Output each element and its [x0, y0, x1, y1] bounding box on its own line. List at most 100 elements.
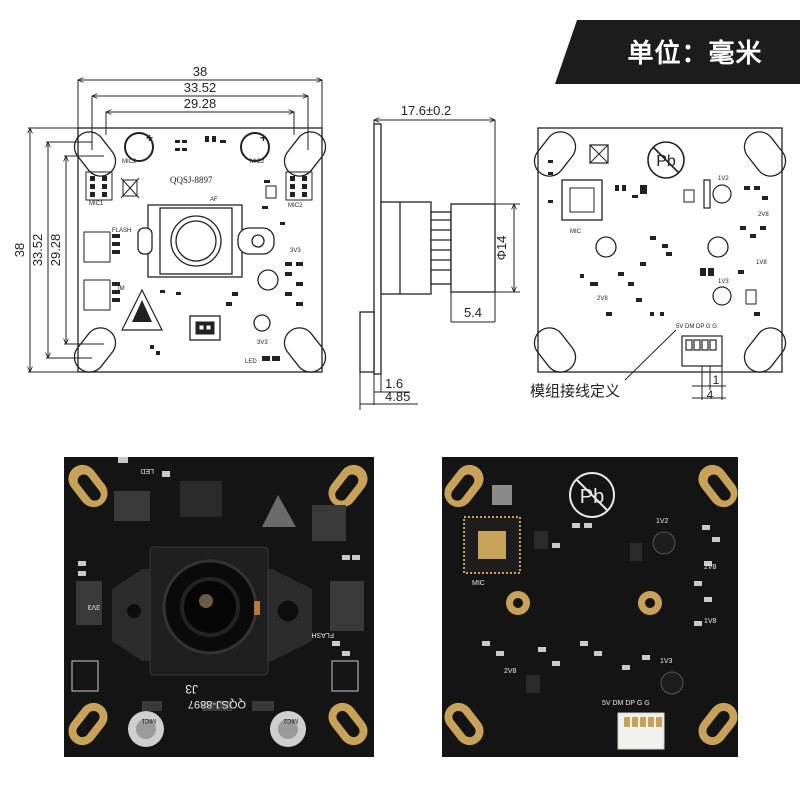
side-lens-diameter: Φ14 [494, 236, 509, 261]
front-af-label: AF [210, 197, 218, 203]
front-board-label: QQSJ-8897 [170, 175, 213, 185]
back-mounting-slots [533, 131, 787, 373]
front-view: 38 33.52 29.28 38 33.52 29.28 + + MIC2 M… [12, 64, 327, 373]
front-camera-module [137, 204, 275, 278]
back-view: Pb MIC 1V2 2V8 1V8 1V3 2V8 5V DM [530, 127, 787, 402]
photo-front: J3 QQSJ-8897 FLASH LED 3V3 MIC1 MIC2 [42, 451, 400, 800]
photo-front-flash: FLASH [311, 631, 334, 638]
photo-front-led: LED [140, 467, 154, 474]
back-inductors [703, 179, 732, 306]
back-connector [681, 335, 726, 400]
front-width-mid: 33.52 [184, 80, 217, 95]
photo-back-2v8-b: 2V8 [504, 668, 517, 675]
front-header-pins [90, 176, 307, 197]
back-1v8-label: 1V8 [756, 260, 767, 266]
side-lens-front [450, 203, 496, 293]
unit-banner [555, 20, 800, 84]
photo-back-main-chip [463, 485, 521, 574]
front-plus-left: + [146, 131, 153, 145]
front-mic2-left-label: MIC2 [122, 159, 137, 165]
front-mic2-right-label: MIC2 [250, 159, 265, 165]
front-led-label: LED [245, 359, 257, 365]
photo-back-1v3: 1V3 [660, 658, 673, 665]
front-height-dimensions [28, 128, 104, 372]
front-3v3-label-b: 3V3 [257, 340, 268, 346]
photo-back-2v8-a: 2V8 [704, 564, 717, 571]
photo-back-mic: MIC [472, 580, 485, 587]
back-smd-components [548, 160, 768, 316]
back-hole-right [707, 236, 729, 258]
front-width-dimensions [78, 80, 322, 150]
front-cap-right [257, 269, 279, 291]
front-qfn-chip [189, 315, 221, 341]
photo-back: Pb MIC 1V2 2V8 1V8 1V3 2V8 5V DM DP [442, 451, 800, 800]
unit-label: 单位：毫米 [627, 39, 763, 69]
front-mic1-label: MIC1 [89, 201, 104, 207]
photo-back-pb-free-icon [569, 472, 615, 518]
side-lens-offset: 5.4 [464, 305, 482, 320]
back-pb-free-icon [647, 141, 685, 179]
front-height-mid: 33.52 [30, 234, 45, 267]
photo-front-components [76, 481, 364, 711]
back-main-chip [561, 144, 609, 221]
photo-front-3v3: 3V3 [87, 603, 100, 610]
photo-front-mic2: MIC2 [283, 717, 298, 723]
photo-back-pins: 5V DM DP G G [602, 700, 650, 707]
side-view [359, 120, 520, 410]
photo-front-mics [128, 711, 306, 747]
side-thread-lines [431, 219, 451, 271]
front-width-inner: 29.28 [184, 96, 217, 111]
side-total-height: 17.6±0.2 [401, 103, 452, 118]
back-1v2-label: 1V2 [718, 176, 729, 182]
front-flash-label: FLASH [112, 228, 131, 234]
front-smd-components [150, 136, 303, 361]
photo-back-components [482, 523, 720, 693]
photo-back-connector [617, 712, 665, 750]
front-weee-icon [120, 177, 277, 199]
back-connector-width: 4 [707, 388, 714, 402]
photo-front-board-label: QQSJ-8897 [188, 698, 246, 710]
side-lens-holder [380, 201, 432, 295]
side-connector [359, 311, 375, 373]
photo-back-board [442, 457, 738, 757]
photo-front-pads [71, 457, 360, 692]
back-2v8-label-b: 2V8 [597, 296, 608, 302]
front-left-pads [83, 231, 120, 311]
photo-back-inductors [652, 531, 684, 695]
photo-front-mic1: MIC1 [141, 717, 156, 723]
front-im-label: IM [118, 286, 125, 292]
back-mic-label: MIC [570, 229, 582, 235]
photo-back-1v2: 1V2 [656, 518, 669, 525]
back-hole-left [595, 236, 617, 258]
back-pb-symbol: Pb [656, 153, 676, 170]
side-overall-depth: 4.85 [385, 389, 410, 404]
side-board [373, 123, 382, 375]
back-2v8-label-a: 2V8 [758, 212, 769, 218]
front-3v3-label-a: 3V3 [290, 248, 301, 254]
front-mounting-slots [73, 131, 327, 373]
front-height-inner: 29.28 [48, 234, 63, 267]
photo-back-pb-symbol: Pb [580, 486, 604, 508]
back-connector-definition: 模组接线定义 [530, 382, 620, 400]
front-mic2-left [124, 132, 154, 162]
photo-front-camera [112, 546, 312, 676]
side-board-thickness: 1.6 [385, 376, 403, 391]
photo-front-logo [262, 495, 296, 527]
back-pins-label: 5V DM DP G G [676, 324, 717, 330]
front-mic2-right [240, 132, 270, 162]
front-pin-headers [85, 171, 313, 201]
photo-back-holes [506, 591, 662, 615]
side-lens-thread [430, 211, 452, 285]
front-plus-right: + [260, 131, 267, 145]
photo-front-j3: J3 [185, 682, 198, 696]
front-mic2-side-label: MIC2 [288, 203, 303, 209]
front-height-outer: 38 [12, 243, 27, 257]
front-logo [121, 288, 163, 331]
front-cap-bottom [253, 314, 271, 332]
back-board-outline [537, 127, 783, 373]
back-connector-leader [624, 329, 677, 381]
back-1v3-label: 1V3 [718, 279, 729, 285]
technical-drawings: 38 33.52 29.28 38 33.52 29.28 + + MIC2 M… [12, 64, 787, 410]
photo-back-1v8: 1V8 [704, 618, 717, 625]
front-width-outer: 38 [193, 64, 207, 79]
